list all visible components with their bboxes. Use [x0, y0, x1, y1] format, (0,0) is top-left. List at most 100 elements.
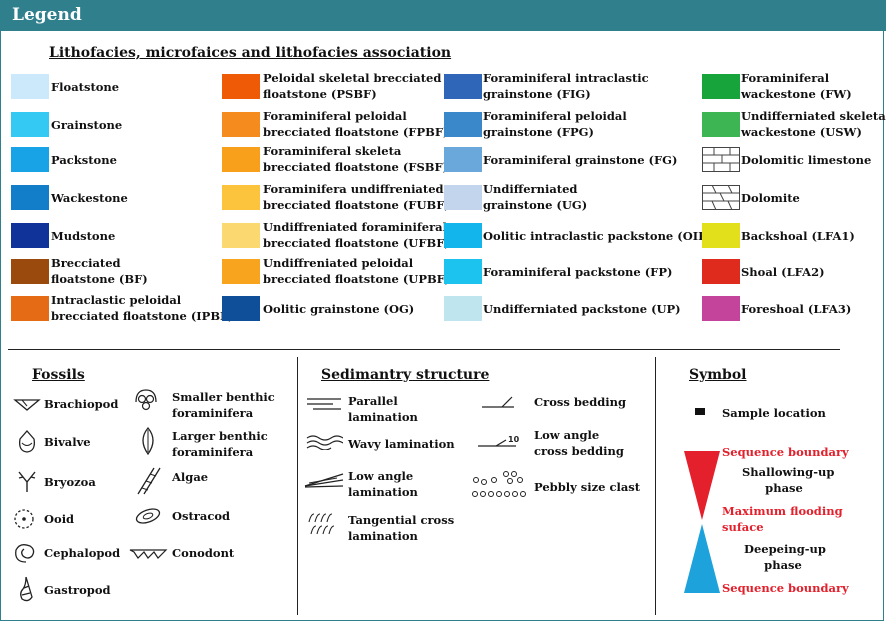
lithofacies-label-col2-6: Oolitic grainstone (OG) — [263, 301, 414, 317]
lithofacies-label-col4-2: Dolomitic limestone — [741, 152, 871, 168]
lithofacies-label-line2: floatstone (PSBF) — [263, 87, 377, 101]
lithofacies-label-col3-0: Foraminiferal intraclastic grainstone (FI… — [483, 70, 649, 102]
sed-label-wavy: Wavy lamination — [348, 437, 455, 451]
lithofacies-label-line1: Foraminiferal packstone (FP) — [483, 265, 673, 279]
lithofacies-label-line1: Floatstone — [51, 80, 120, 94]
lithofacies-label-line1: Grainstone — [51, 118, 123, 132]
lithofacies-label-line1: Undifferniated packstone (UP) — [483, 302, 681, 316]
lithofacies-label-line2: wackestone (USW) — [741, 125, 862, 139]
shallowing-up-triangle — [684, 451, 720, 520]
lithofacies-label-col3-4: Oolitic intraclastic packstone (OIP) — [483, 228, 712, 244]
deepening-up-triangle — [684, 524, 720, 593]
lithofacies-label-line1: Dolomite — [741, 191, 800, 205]
sed-label-pebbly: Pebbly size clast — [534, 480, 641, 494]
swatch-col4-3 — [702, 184, 740, 211]
swatch-col3-1 — [444, 112, 482, 137]
swatch-col3-5 — [444, 259, 482, 284]
lithofacies-label-line1: Foraminiferal skeleta — [263, 144, 402, 158]
swatch-col3-2 — [444, 147, 482, 172]
gastropod-icon — [20, 576, 33, 602]
lithofacies-label-line2: brecciated floatstone (FSBF) — [263, 160, 449, 174]
lithofacies-label-line1: Oolitic grainstone (OG) — [263, 302, 415, 316]
swatch-col2-0 — [222, 74, 260, 99]
swatch-col1-4 — [11, 223, 49, 248]
sample-location-label: Sample location — [722, 406, 826, 420]
lithofacies-label-line1: Undifferniated — [483, 182, 578, 196]
conodont-icon — [129, 549, 168, 559]
lithofacies-label-line1: Foraminiferal grainstone (FG) — [483, 153, 678, 167]
lithofacies-label-line1: Peloidal skeletal brecciated — [263, 71, 442, 85]
wavy-lamination-icon — [306, 435, 343, 450]
lithofacies-label-col1-0: Floatstone — [51, 79, 119, 95]
lithofacies-label-line1: Foraminiferal peloidal — [483, 109, 627, 123]
lithofacies-label-line1: Backshoal (LFA1) — [741, 229, 855, 243]
cross-bedding-icon — [482, 396, 514, 408]
fossil-label-conodont: Conodont — [172, 546, 235, 560]
lithofacies-label-line1: Undiffreniated foraminiferal — [263, 220, 448, 234]
divider-horizontal — [8, 349, 840, 350]
lithofacies-label-line2: wackestone (FW) — [741, 87, 852, 101]
symbol-title: Symbol — [689, 367, 747, 383]
swatch-col3-6 — [444, 296, 482, 321]
fossil-label-ooid: Ooid — [44, 512, 75, 526]
lithofacies-label-line2: brecciated floatstone (FPBF) — [263, 125, 449, 139]
lithofacies-label-line2: brecciated floatstone (UFBF) — [263, 236, 450, 250]
lithofacies-label-line2: grainstone (FIG) — [483, 87, 591, 101]
lithofacies-label-line1: Foraminiferal intraclastic — [483, 71, 649, 85]
swatch-col3-4 — [444, 223, 482, 248]
fossil-label-ostracod: Ostracod — [172, 509, 231, 523]
svg-text:10: 10 — [508, 435, 520, 444]
swatch-col4-1 — [702, 112, 740, 137]
lithofacies-label-line1: Undifferniated skeletal — [741, 109, 886, 123]
lithofacies-label-line2: brecciated floatstone (FUBF) — [263, 198, 450, 212]
lithofacies-label-line1: Mudstone — [51, 229, 116, 243]
swatch-col4-5 — [702, 259, 740, 284]
smaller-benthic-foram-icon — [135, 389, 157, 411]
lithofacies-label-col1-4: Mudstone — [51, 228, 115, 244]
swatch-col4-2 — [702, 147, 740, 172]
lithofacies-label-line1: Oolitic intraclastic packstone (OIP) — [483, 229, 713, 243]
swatch-col1-3 — [11, 185, 49, 210]
lithofacies-label-line1: Wackestone — [51, 191, 128, 205]
lithofacies-label-col1-2: Packstone — [51, 152, 117, 168]
lithofacies-label-col3-5: Foraminiferal packstone (FP) — [483, 264, 672, 280]
sequence-triangles — [684, 451, 720, 593]
bivalve-icon — [19, 430, 35, 453]
lithofacies-label-line2: brecciated floatstone (UPBF) — [263, 272, 451, 286]
sed-label-cross-bedding: Cross bedding — [534, 395, 627, 409]
fossils-title: Fossils — [32, 367, 85, 383]
sample-location-marker — [695, 408, 705, 415]
sequence-boundary-bottom-label: Sequence boundary — [722, 581, 849, 595]
algae-icon — [137, 467, 161, 495]
fossil-label-brachiopod: Brachiopod — [44, 397, 119, 411]
swatch-col1-6 — [11, 296, 49, 321]
lithofacies-label-line2: floatstone (BF) — [51, 272, 148, 286]
lithofacies-label-line1: Foreshoal (LFA3) — [741, 302, 852, 316]
parallel-lamination-icon — [307, 398, 341, 410]
fossil-label-bivalve: Bivalve — [44, 435, 91, 449]
fossil-label-algae: Algae — [172, 470, 209, 484]
swatch-col3-0 — [444, 74, 482, 99]
low-angle-lamination-icon — [304, 473, 344, 488]
lithofacies-label-col4-6: Foreshoal (LFA3) — [741, 301, 851, 317]
swatch-col1-5 — [11, 259, 49, 284]
lithofacies-label-col1-3: Wackestone — [51, 190, 128, 206]
brachiopod-icon — [13, 399, 41, 411]
swatch-col2-6 — [222, 296, 260, 321]
lithofacies-label-col4-5: Shoal (LFA2) — [741, 264, 825, 280]
lithofacies-label-col3-2: Foraminiferal grainstone (FG) — [483, 152, 677, 168]
swatch-col3-3 — [444, 185, 482, 210]
legend-header: Legend — [0, 0, 886, 31]
bryozoa-icon — [18, 471, 36, 492]
lithofacies-label-col1-1: Grainstone — [51, 117, 122, 133]
